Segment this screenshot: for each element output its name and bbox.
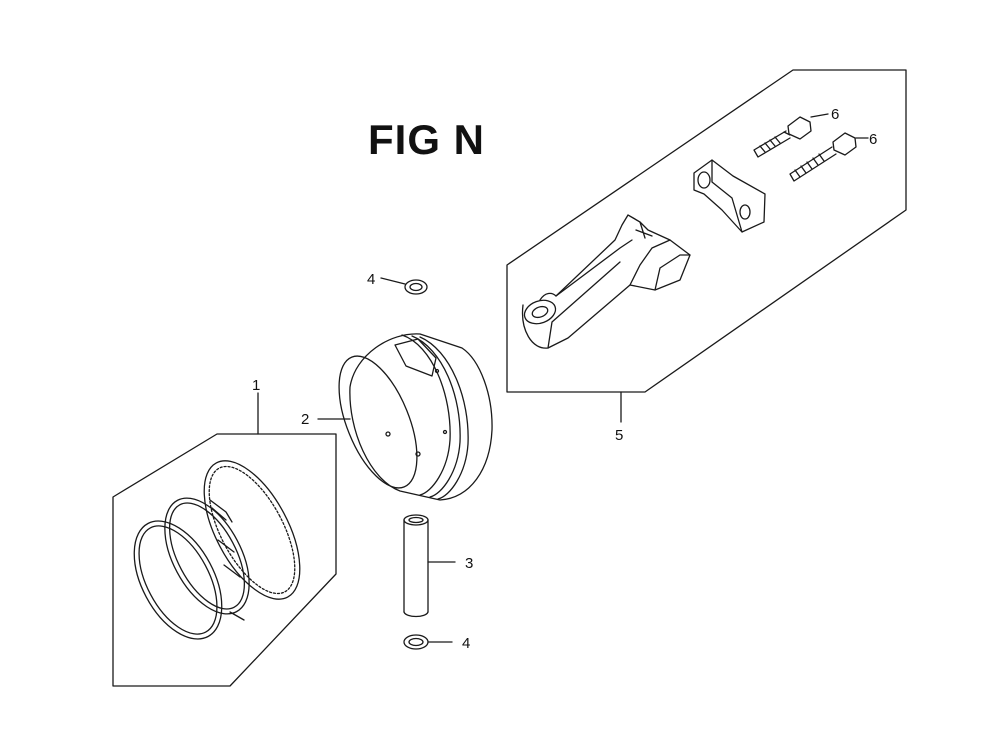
- connecting-rod: [521, 214, 691, 349]
- piston-pin: [403, 514, 429, 618]
- piston-ring-top: [203, 460, 301, 621]
- leader-line-4-top: [380, 277, 406, 285]
- callout-6-upper: 6: [831, 106, 839, 123]
- callout-4-top: 4: [367, 271, 375, 288]
- bolt-lower: [789, 132, 857, 182]
- piston-ring-oil: [133, 520, 223, 640]
- callout-5: 5: [615, 427, 623, 444]
- callout-3: 3: [465, 555, 473, 572]
- callout-2: 2: [301, 411, 309, 428]
- pin-clip-bottom: [403, 634, 429, 650]
- figure-title: FIG N: [368, 116, 485, 163]
- bolt-upper: [753, 116, 812, 158]
- piston-ring-second: [164, 497, 250, 615]
- callout-4-bottom: 4: [462, 635, 470, 652]
- connecting-rod-cap: [693, 159, 766, 233]
- callout-1: 1: [252, 377, 260, 394]
- connecting-rod-kit-outline: [506, 69, 907, 393]
- callout-6-lower: 6: [869, 131, 877, 148]
- ring-set-kit-outline: [112, 433, 337, 687]
- piston: [338, 333, 493, 501]
- pin-clip-top: [404, 279, 428, 295]
- leader-line-6-upper: [810, 113, 829, 118]
